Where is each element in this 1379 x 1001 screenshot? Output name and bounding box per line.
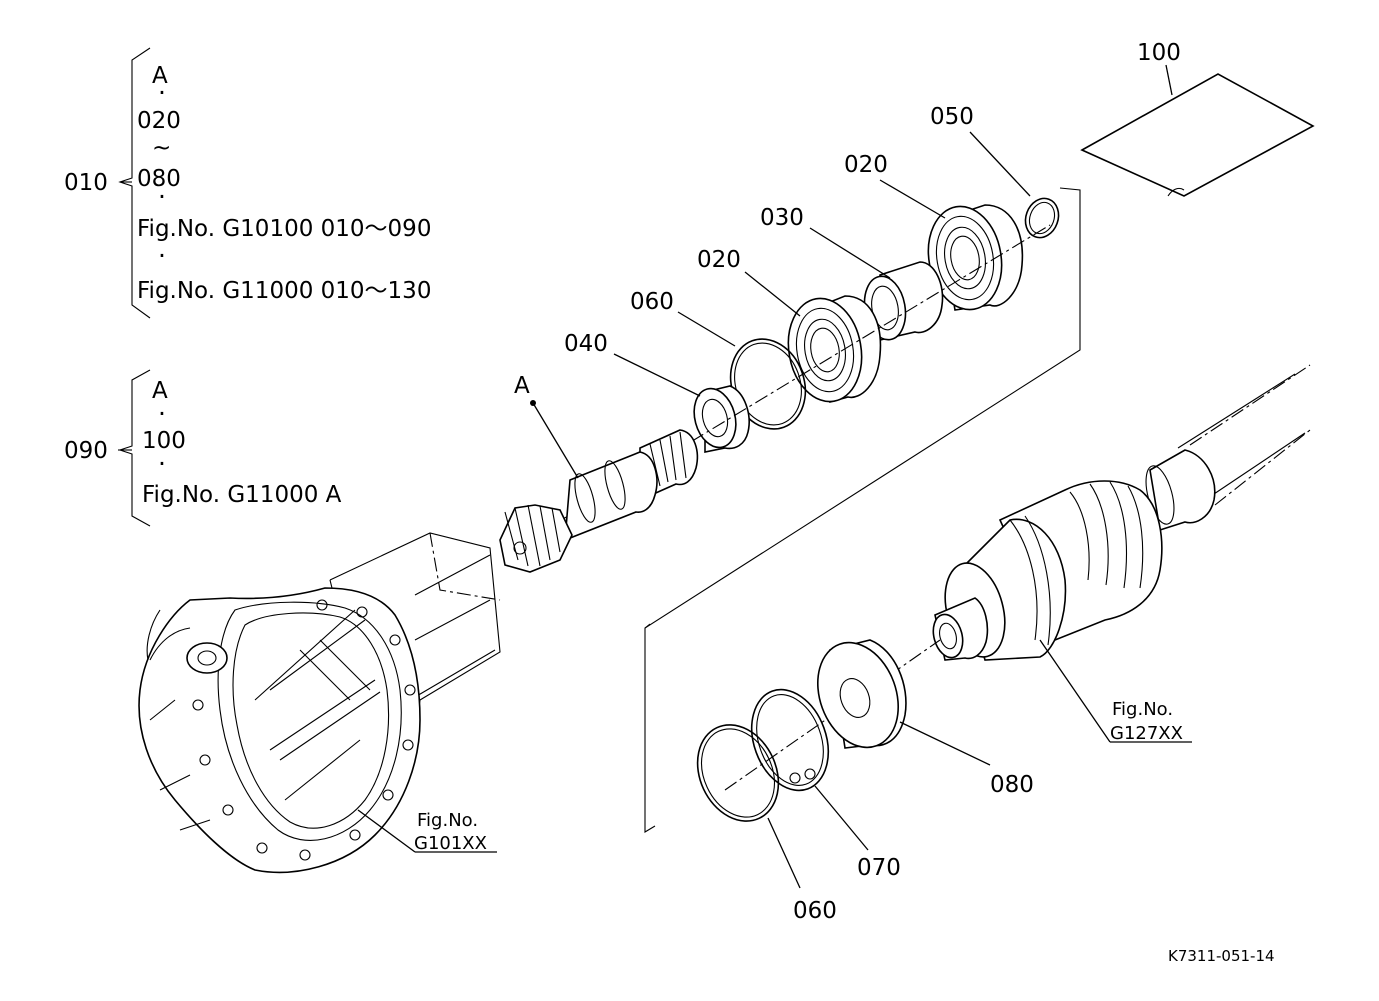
svg-text:·: ·	[158, 399, 166, 428]
callout-030: 030	[760, 205, 804, 231]
assembly-frame-upper	[644, 187, 1081, 833]
group-010-fig-g10100: Fig.No. G10100 010～090	[137, 216, 431, 242]
gear-housing: Fig.No. G101XX	[138, 532, 501, 874]
callout-060-top: 060	[630, 289, 674, 315]
group-010-line-080: 080	[137, 166, 181, 192]
callout-100: 100	[1137, 40, 1181, 66]
fig-ref-shaft-line2: G127XX	[1110, 723, 1183, 744]
legend-group-010: 010 A · 020 ~ 080 · Fig.No. G10100 010～0…	[64, 47, 431, 319]
svg-text:·: ·	[158, 449, 166, 478]
callout-050: 050	[930, 104, 974, 130]
part-020-bearing-top: 020	[844, 152, 1024, 311]
group-090-line-100: 100	[142, 428, 186, 454]
group-090-line-a: A	[152, 378, 168, 404]
callout-070: 070	[857, 855, 901, 881]
part-060-shim-bottom: 060	[696, 724, 837, 924]
callout-060-bottom: 060	[793, 898, 837, 924]
group-010-ref: 010	[64, 170, 108, 196]
part-050-snap-ring: 050	[930, 104, 1060, 239]
group-090-fig-g11000: Fig.No. G11000 A	[142, 482, 342, 508]
callout-040: 040	[564, 331, 608, 357]
callout-080: 080	[990, 772, 1034, 798]
group-010-tilde: ~	[152, 135, 171, 161]
legend-group-090: 090 A · 100 · Fig.No. G11000 A	[64, 369, 342, 527]
group-010-line-020: 020	[137, 108, 181, 134]
svg-text:·: ·	[158, 241, 166, 270]
fig-ref-shaft-line1: Fig.No.	[1112, 699, 1173, 720]
group-010-line-a: A	[152, 63, 168, 89]
group-010-fig-g11000: Fig.No. G11000 010～130	[137, 278, 431, 304]
part-080-seal: 080	[816, 639, 1034, 798]
part-070-snap-ring: 070	[750, 688, 901, 881]
pinion-shaft-a: A	[499, 224, 1051, 573]
group-090-ref: 090	[64, 438, 108, 464]
part-030-collar: 030	[760, 205, 944, 342]
callout-020-mid: 020	[697, 247, 741, 273]
callout-a: A	[514, 373, 530, 399]
drawing-code: K7311-051-14	[1168, 947, 1275, 965]
part-040-spacer: 040	[564, 331, 750, 453]
part-100-sheet: 100	[1080, 40, 1315, 197]
svg-text:·: ·	[158, 78, 166, 107]
part-060-shim-top: 060	[630, 289, 807, 430]
drive-shaft-assembly: Fig.No. G127XX	[724, 364, 1311, 791]
callout-020-top: 020	[844, 152, 888, 178]
fig-ref-housing-line1: Fig.No.	[417, 810, 478, 831]
svg-text:·: ·	[158, 182, 166, 211]
fig-ref-housing-line2: G101XX	[414, 833, 487, 854]
